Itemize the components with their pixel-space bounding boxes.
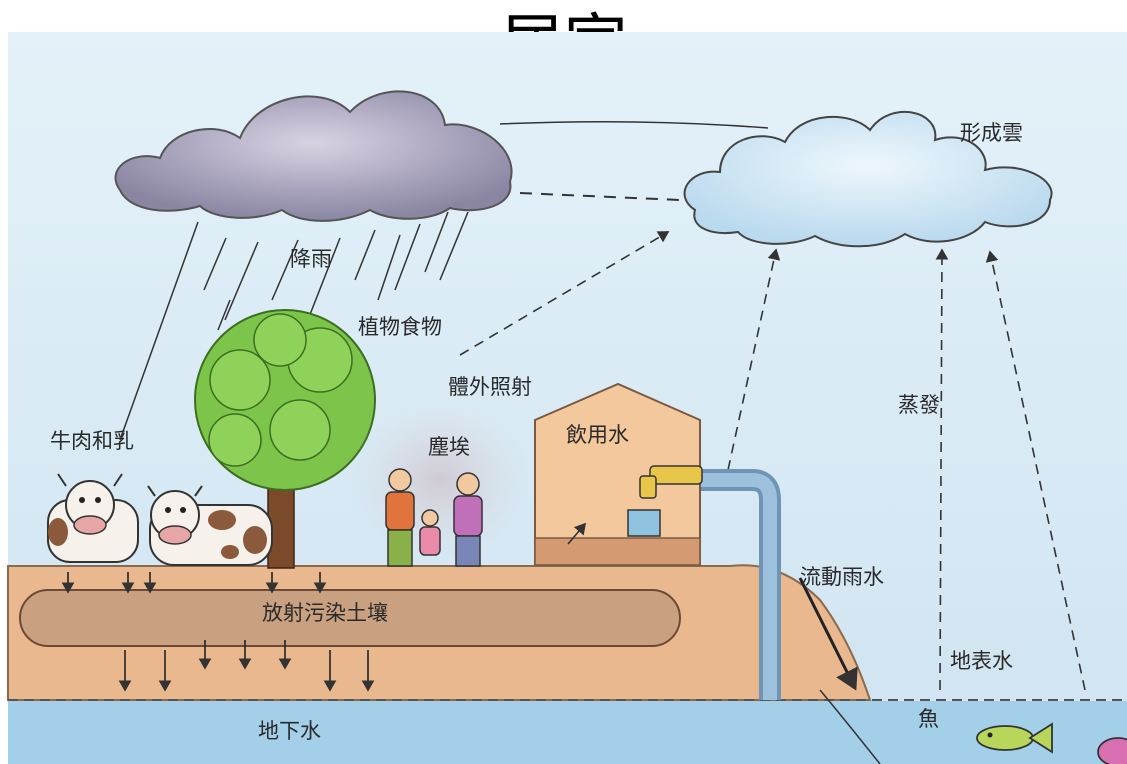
groundwater-layer bbox=[8, 701, 1127, 764]
fish-icon bbox=[1097, 737, 1127, 764]
label-surface-water: 地表水 bbox=[950, 649, 1013, 673]
label-dust: 塵埃 bbox=[428, 435, 470, 459]
cow-icon bbox=[47, 473, 139, 563]
runoff-line bbox=[819, 689, 881, 764]
cow-icon bbox=[147, 485, 273, 566]
water-cup bbox=[627, 509, 661, 537]
house bbox=[534, 382, 701, 566]
cloud-link-line bbox=[499, 121, 769, 129]
contaminated-soil-zone bbox=[19, 589, 681, 647]
label-plant-food: 植物食物 bbox=[358, 315, 442, 339]
label-beef-milk: 牛肉和乳 bbox=[50, 429, 134, 453]
faucet-icon bbox=[639, 465, 703, 499]
fish-icon bbox=[976, 722, 1053, 754]
dashed-arrows bbox=[459, 231, 1086, 691]
label-external-irradiation: 體外照射 bbox=[448, 375, 532, 399]
people-icon bbox=[385, 468, 483, 567]
label-fish: 魚 bbox=[918, 707, 939, 731]
label-evaporation: 蒸發 bbox=[898, 393, 940, 417]
label-form-cloud: 形成雲 bbox=[960, 121, 1023, 145]
label-runoff-rainwater: 流動雨水 bbox=[800, 565, 884, 589]
label-groundwater: 地下水 bbox=[258, 719, 321, 743]
rain-cloud bbox=[114, 90, 513, 222]
runoff-arrow bbox=[798, 577, 858, 691]
evaporation-cloud bbox=[683, 111, 1053, 248]
label-drinking-water: 飲用水 bbox=[566, 423, 629, 447]
label-rain: 降雨 bbox=[290, 247, 332, 271]
cloud-dashed-link bbox=[519, 192, 681, 201]
tree bbox=[194, 309, 376, 569]
seepage-arrows bbox=[61, 572, 375, 692]
label-contaminated-soil: 放射污染土壤 bbox=[262, 601, 388, 625]
